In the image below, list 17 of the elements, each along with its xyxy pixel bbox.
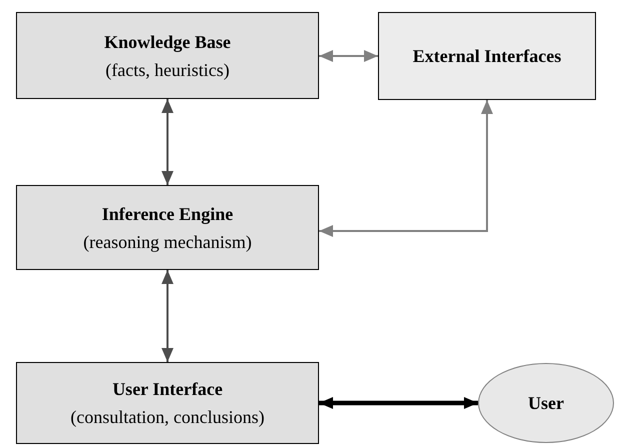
arrow (319, 100, 493, 237)
node-subtitle: (facts, heuristics) (106, 58, 230, 82)
node-title: Knowledge Base (104, 30, 231, 54)
node-title: User (528, 392, 564, 415)
arrow (319, 397, 478, 409)
node-subtitle: (consultation, conclusions) (70, 406, 264, 429)
node-title: Inference Engine (102, 202, 234, 226)
arrow (162, 270, 174, 362)
component-box (16, 185, 319, 270)
component-box (16, 362, 319, 444)
arrow (319, 50, 378, 62)
node-title: User Interface (112, 378, 223, 401)
component-box (16, 12, 319, 99)
arrow (162, 99, 174, 185)
node-title: External Interfaces (412, 45, 562, 68)
component-box (378, 12, 596, 100)
node-subtitle: (reasoning mechanism) (83, 230, 252, 254)
